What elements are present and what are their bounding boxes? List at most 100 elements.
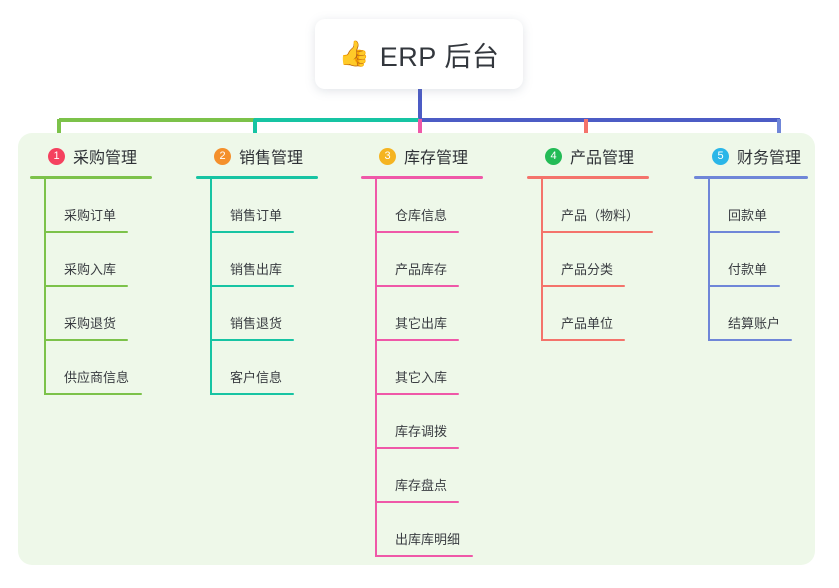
leaf-item-label: 采购订单 bbox=[64, 208, 117, 223]
category-underline-3 bbox=[361, 176, 483, 179]
leaf-item-underline bbox=[375, 501, 459, 503]
leaf-item-underline bbox=[210, 285, 294, 287]
leaf-trunk-line-5 bbox=[708, 179, 710, 341]
leaf-item[interactable]: 回款单 bbox=[694, 179, 808, 233]
leaf-item[interactable]: 销售出库 bbox=[196, 233, 318, 287]
leaf-item-label: 其它出库 bbox=[395, 316, 448, 331]
leaf-item[interactable]: 销售退货 bbox=[196, 287, 318, 341]
leaf-item-underline bbox=[44, 339, 128, 341]
leaf-item-underline bbox=[708, 339, 792, 341]
leaf-item-underline bbox=[708, 231, 780, 233]
leaf-item-underline bbox=[44, 393, 142, 395]
category-underline-2 bbox=[196, 176, 318, 179]
category-header-4[interactable]: 4 产品管理 bbox=[527, 143, 649, 169]
leaf-item[interactable]: 客户信息 bbox=[196, 341, 318, 395]
category-underline-4 bbox=[527, 176, 649, 179]
root-title: ERP 后台 bbox=[379, 41, 500, 72]
category-badge-1: 1 bbox=[48, 147, 65, 165]
leaf-item[interactable]: 出库库明细 bbox=[361, 503, 483, 557]
category-title-5: 财务管理 bbox=[737, 150, 802, 167]
leaf-item-underline bbox=[375, 447, 459, 449]
category-badge-2: 2 bbox=[214, 147, 231, 165]
category-column-5: 5 财务管理回款单付款单结算账户 bbox=[694, 143, 808, 341]
leaf-item[interactable]: 库存盘点 bbox=[361, 449, 483, 503]
category-column-3: 3 库存管理仓库信息产品库存其它出库其它入库库存调拨库存盘点出库库明细 bbox=[361, 143, 483, 557]
leaf-item[interactable]: 库存调拨 bbox=[361, 395, 483, 449]
leaf-trunk-line-2 bbox=[210, 179, 212, 395]
root-node[interactable]: 👍 ERP 后台 bbox=[315, 19, 523, 89]
leaf-item-label: 付款单 bbox=[728, 262, 768, 277]
leaf-item-label: 产品单位 bbox=[561, 316, 614, 331]
category-badge-4: 4 bbox=[545, 147, 562, 165]
category-underline-1 bbox=[30, 176, 152, 179]
category-title-4: 产品管理 bbox=[570, 150, 635, 167]
category-column-2: 2 销售管理销售订单销售出库销售退货客户信息 bbox=[196, 143, 318, 395]
category-header-1[interactable]: 1 采购管理 bbox=[30, 143, 152, 169]
leaf-item[interactable]: 其它入库 bbox=[361, 341, 483, 395]
leaf-item-label: 产品（物料） bbox=[561, 208, 640, 223]
leaf-item[interactable]: 产品单位 bbox=[527, 287, 649, 341]
leaf-trunk-line-4 bbox=[541, 179, 543, 341]
leaf-item-label: 其它入库 bbox=[395, 370, 448, 385]
leaf-item-underline bbox=[210, 393, 294, 395]
category-title-2: 销售管理 bbox=[239, 150, 304, 167]
leaf-item-underline bbox=[375, 339, 459, 341]
leaf-item[interactable]: 供应商信息 bbox=[30, 341, 152, 395]
leaf-item-underline bbox=[210, 339, 294, 341]
leaf-item[interactable]: 销售订单 bbox=[196, 179, 318, 233]
leaf-item-label: 销售退货 bbox=[230, 316, 283, 331]
leaf-item-underline bbox=[375, 555, 473, 557]
leaf-item-underline bbox=[708, 285, 780, 287]
leaf-item-label: 客户信息 bbox=[230, 370, 283, 385]
category-header-3[interactable]: 3 库存管理 bbox=[361, 143, 483, 169]
leaf-trunk-line-3 bbox=[375, 179, 377, 557]
leaf-item-underline bbox=[375, 285, 459, 287]
leaf-item[interactable]: 采购退货 bbox=[30, 287, 152, 341]
leaf-item[interactable]: 产品库存 bbox=[361, 233, 483, 287]
leaf-item[interactable]: 产品（物料） bbox=[527, 179, 653, 233]
leaf-item[interactable]: 产品分类 bbox=[527, 233, 649, 287]
leaf-item-label: 销售订单 bbox=[230, 208, 283, 223]
leaf-item[interactable]: 其它出库 bbox=[361, 287, 483, 341]
content-panel bbox=[18, 133, 815, 565]
leaf-item-label: 产品分类 bbox=[561, 262, 614, 277]
leaf-item-underline bbox=[44, 231, 128, 233]
leaf-item-underline bbox=[541, 231, 653, 233]
leaf-item-label: 出库库明细 bbox=[395, 532, 461, 547]
category-badge-5: 5 bbox=[712, 147, 729, 165]
leaf-item-underline bbox=[375, 231, 459, 233]
leaf-item[interactable]: 付款单 bbox=[694, 233, 808, 287]
leaf-item-label: 库存调拨 bbox=[395, 424, 448, 439]
leaf-list-4: 产品（物料） 产品分类产品单位 bbox=[527, 179, 653, 341]
category-column-4: 4 产品管理产品（物料） 产品分类产品单位 bbox=[527, 143, 653, 341]
leaf-item-underline bbox=[541, 285, 625, 287]
leaf-item-label: 采购退货 bbox=[64, 316, 117, 331]
leaf-item[interactable]: 采购订单 bbox=[30, 179, 152, 233]
category-column-1: 1 采购管理采购订单采购入库采购退货供应商信息 bbox=[30, 143, 152, 395]
leaf-item-label: 采购入库 bbox=[64, 262, 117, 277]
category-title-1: 采购管理 bbox=[73, 150, 138, 167]
leaf-list-3: 仓库信息产品库存其它出库其它入库库存调拨库存盘点出库库明细 bbox=[361, 179, 483, 557]
leaf-item[interactable]: 结算账户 bbox=[694, 287, 808, 341]
leaf-item-underline bbox=[375, 393, 459, 395]
category-badge-3: 3 bbox=[379, 147, 396, 165]
leaf-item-label: 库存盘点 bbox=[395, 478, 448, 493]
leaf-list-2: 销售订单销售出库销售退货客户信息 bbox=[196, 179, 318, 395]
leaf-list-1: 采购订单采购入库采购退货供应商信息 bbox=[30, 179, 152, 395]
category-header-2[interactable]: 2 销售管理 bbox=[196, 143, 318, 169]
leaf-item-label: 回款单 bbox=[728, 208, 768, 223]
leaf-item-underline bbox=[44, 285, 128, 287]
leaf-item[interactable]: 采购入库 bbox=[30, 233, 152, 287]
leaf-item-label: 仓库信息 bbox=[395, 208, 448, 223]
category-title-3: 库存管理 bbox=[404, 150, 469, 167]
leaf-item-underline bbox=[541, 339, 625, 341]
leaf-list-5: 回款单付款单结算账户 bbox=[694, 179, 808, 341]
category-underline-5 bbox=[694, 176, 808, 179]
leaf-item[interactable]: 仓库信息 bbox=[361, 179, 483, 233]
category-header-5[interactable]: 5 财务管理 bbox=[694, 143, 808, 169]
thumbs-up-icon: 👍 bbox=[338, 39, 370, 68]
leaf-item-underline bbox=[210, 231, 294, 233]
leaf-item-label: 销售出库 bbox=[230, 262, 283, 277]
leaf-item-label: 供应商信息 bbox=[64, 370, 130, 385]
